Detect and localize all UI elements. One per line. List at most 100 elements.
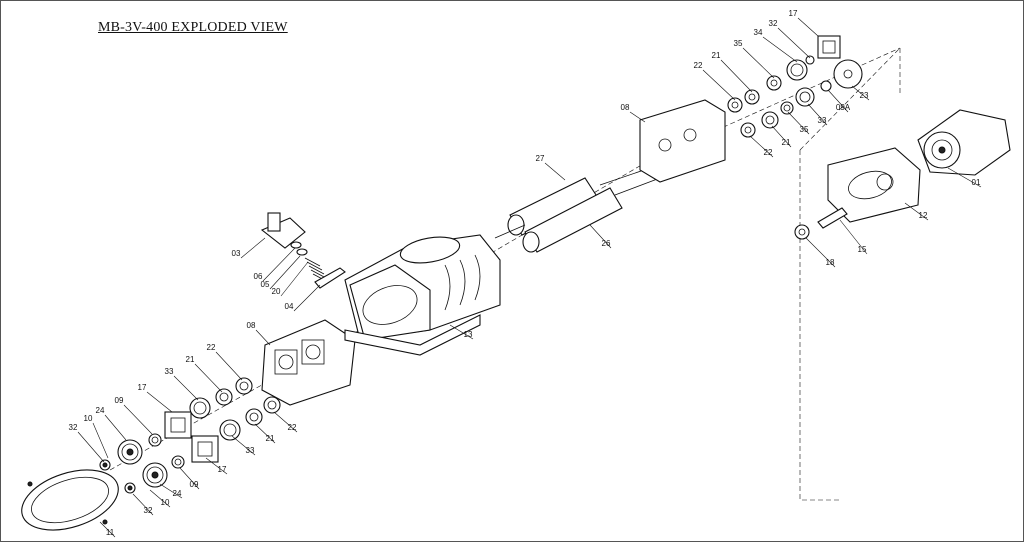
part-label-p06: 06 <box>254 272 263 281</box>
leader-line-p21b <box>771 125 792 148</box>
part-label-p21a: 21 <box>712 51 721 60</box>
motor-01 <box>917 109 1011 176</box>
part-label-p09b: 09 <box>190 480 199 489</box>
part-label-p22b: 22 <box>764 148 773 157</box>
part-label-p12: 12 <box>919 211 928 220</box>
leader-line-p21c <box>194 363 223 393</box>
part-label-p15: 15 <box>858 245 867 254</box>
part-label-p17c: 17 <box>218 465 227 474</box>
leader-line-p03 <box>240 237 266 259</box>
leader-line-p24b <box>159 483 183 499</box>
leader-line-p11 <box>99 521 116 538</box>
part-label-p23: 23 <box>860 91 869 100</box>
part-label-p22c: 22 <box>207 343 216 352</box>
leader-line-p33a <box>807 103 828 126</box>
bearing-housing-08-upper <box>639 99 726 183</box>
leader-line-p13 <box>449 324 474 340</box>
end-cover-11 <box>21 469 119 531</box>
part-label-p34a: 34 <box>754 28 763 37</box>
part-label-p24b: 24 <box>173 489 182 498</box>
leader-line-p09A <box>827 89 849 113</box>
leader-line-p17a <box>797 17 819 37</box>
leader-line-p32c <box>132 493 154 516</box>
part-label-p13: 13 <box>464 330 473 339</box>
part-label-p33a: 33 <box>818 116 827 125</box>
bearing-housing-08-lower <box>261 319 356 406</box>
part-label-p09a: 09 <box>115 396 124 405</box>
part-label-p21d: 21 <box>266 434 275 443</box>
leader-line-p04 <box>293 284 321 312</box>
part-label-p10a: 10 <box>84 414 93 423</box>
part-label-p26: 26 <box>602 239 611 248</box>
leader-line-p05 <box>269 255 301 290</box>
leader-line-p23 <box>851 85 870 101</box>
leader-line-p17c <box>205 457 228 475</box>
leader-line-p33b <box>173 375 199 401</box>
drawing-title: MB-3V-400 EXPLODED VIEW <box>98 20 288 35</box>
leader-line-p32a <box>777 27 811 59</box>
shaft-15 <box>794 207 848 240</box>
rotors-26-27 <box>494 167 661 253</box>
leader-line-p09b <box>179 467 200 490</box>
leader-line-p06 <box>262 247 296 282</box>
leader-line-p22b <box>749 135 774 158</box>
leader-line-p26 <box>589 224 612 249</box>
part-label-p09A: 09A <box>836 103 851 112</box>
leader-line-p33c <box>231 435 256 456</box>
part-label-p08b: 08 <box>247 321 256 330</box>
leader-line-p22a <box>702 69 736 101</box>
part-label-p33b: 33 <box>165 367 174 376</box>
rotor-housing-13 <box>344 234 501 356</box>
leader-line-p22d <box>273 411 298 433</box>
part-label-p33c: 33 <box>246 446 255 455</box>
part-label-p08a: 08 <box>621 103 630 112</box>
part-label-p03: 03 <box>232 249 241 258</box>
part-label-p20: 20 <box>272 287 281 296</box>
leader-line-p21d <box>254 423 276 444</box>
leader-line-p34a <box>762 36 798 63</box>
part-label-p17b: 17 <box>138 383 147 392</box>
part-labels: 17 32 34 35 21 22 08 23 09A 33 35 21 22 27 26 01 12 15 18 0… <box>69 9 982 538</box>
part-label-p01: 01 <box>972 178 981 187</box>
part-label-p27: 27 <box>536 154 545 163</box>
upper-right-gears <box>727 35 863 138</box>
part-label-p17a: 17 <box>789 9 798 18</box>
leader-line-p15 <box>839 219 868 255</box>
part-label-p24a: 24 <box>96 406 105 415</box>
leader-line-p20 <box>280 261 309 297</box>
part-label-p32c: 32 <box>144 506 153 515</box>
part-label-p22d: 22 <box>288 423 297 432</box>
leader-line-p17b <box>146 391 173 413</box>
part-label-p11: 11 <box>106 528 115 537</box>
part-label-p35b: 35 <box>800 125 809 134</box>
leader-line-p08a <box>629 111 646 123</box>
leader-line-p01 <box>947 167 982 188</box>
leader-line-p24a <box>104 414 127 441</box>
part-label-p21b: 21 <box>782 138 791 147</box>
part-label-p35a: 35 <box>734 39 743 48</box>
leader-line-p22c <box>215 351 243 381</box>
leader-line-p35a <box>742 47 775 79</box>
part-label-p22a: 22 <box>694 61 703 70</box>
valve-assembly-03 <box>260 212 346 289</box>
leader-line-p12 <box>904 202 929 221</box>
leader-line-p21a <box>720 59 753 93</box>
leader-line-p10b <box>149 489 171 508</box>
flange-housing-12 <box>827 147 921 223</box>
part-label-p32b: 32 <box>69 423 78 432</box>
part-label-p05: 05 <box>261 280 270 289</box>
leader-line-p32b <box>77 431 105 463</box>
part-label-p18: 18 <box>826 258 835 267</box>
part-label-p10b: 10 <box>161 498 170 507</box>
leader-line-p08b <box>255 329 271 346</box>
leader-line-p27 <box>544 162 566 181</box>
leader-line-p18 <box>805 237 836 268</box>
part-label-p04: 04 <box>285 302 294 311</box>
leader-line-p09a <box>123 404 153 435</box>
part-label-p32a: 32 <box>769 19 778 28</box>
lower-left-gears <box>99 377 281 494</box>
leader-line-p35b <box>787 111 810 135</box>
leader-line-p10a <box>92 422 109 459</box>
